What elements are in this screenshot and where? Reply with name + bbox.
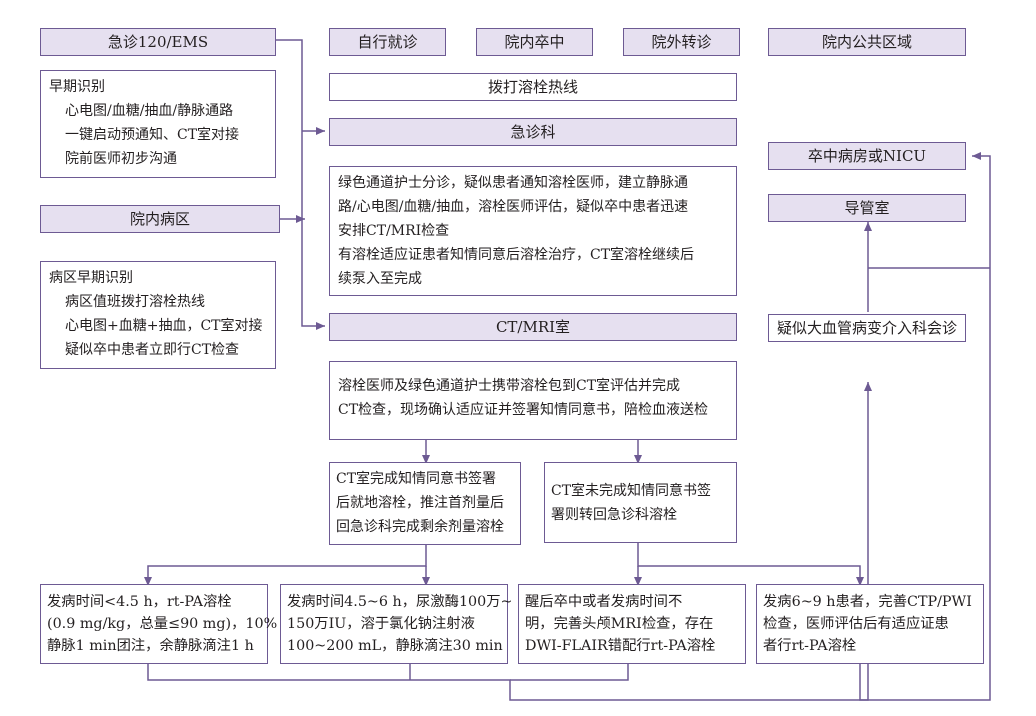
source-transfer: 院外转诊 <box>623 28 740 56</box>
ward-early-id-item: 病区值班拨打溶栓热线 <box>65 294 205 310</box>
early-id-box: 早期识别 心电图/血糖/抽血/静脉通路 一键启动预通知、CT室对接 院前医师初步… <box>40 70 276 178</box>
early-id-item: 心电图/血糖/抽血/静脉通路 <box>65 103 234 119</box>
branch-right-line: 署则转回急诊科溶栓 <box>551 507 677 523</box>
ward-early-id-box: 病区早期识别 病区值班拨打溶栓热线 心电图+血糖+抽血，CT室对接 疑似卒中患者… <box>40 261 276 369</box>
treatment-box: 发病时间<4.5 h，rt-PA溶栓 (0.9 mg/kg，总量≤90 mg)，… <box>40 584 278 664</box>
source-self: 自行就诊 <box>329 28 446 56</box>
treatment-line: 检查，医师评估后有适应证患 <box>763 616 949 632</box>
treatment-box: 发病时间4.5~6 h，尿激酶100万~ 150万IU，溶于氯化钠注射液 100… <box>280 584 513 664</box>
icu-box: 卒中病房或NICU <box>768 142 966 170</box>
er-detail-line: 续泵入至完成 <box>338 271 422 287</box>
treatment-box: 发病6~9 h患者，完善CTP/PWI 检查，医师评估后有适应证患 者行rt-P… <box>756 584 984 664</box>
er-detail-line: 绿色通道护士分诊，疑似患者通知溶栓医师，建立静脉通 <box>338 175 688 191</box>
treatment-line: 150万IU，溶于氯化钠注射液 <box>287 616 475 632</box>
ct-detail-line: CT检查，现场确认适应证并签署知情同意书，陪检血液送检 <box>338 402 709 418</box>
er-detail-line: 路/心电图/血糖/抽血，溶栓医师评估，疑似卒中患者迅速 <box>338 199 689 215</box>
cath-box: 导管室 <box>768 194 966 222</box>
ems-line <box>275 39 325 330</box>
source-public: 院内公共区域 <box>768 28 966 56</box>
treatment-line: 者行rt-PA溶栓 <box>763 638 857 654</box>
ward-early-id-item: 心电图+血糖+抽血，CT室对接 <box>65 318 263 334</box>
ct-detail-line: 溶栓医师及绿色通道护士携带溶栓包到CT室评估并完成 <box>338 378 681 394</box>
branch-right-line: CT室未完成知情同意书签 <box>551 483 712 499</box>
ward-early-id-title: 病区早期识别 <box>49 270 133 286</box>
treatment-line: 发病时间<4.5 h，rt-PA溶栓 <box>47 594 232 610</box>
source-ward: 院内病区 <box>40 205 280 233</box>
treatment-line: 100~200 mL，静脉滴注30 min <box>287 638 503 654</box>
ward-early-id-item: 疑似卒中患者立即行CT检查 <box>65 342 240 358</box>
ct-box: CT/MRI室 <box>329 313 737 341</box>
source-in-stroke: 院内卒中 <box>476 28 593 56</box>
early-id-title: 早期识别 <box>49 79 105 95</box>
treatment-line: 发病时间4.5~6 h，尿激酶100万~ <box>287 594 513 610</box>
treatment-line: 发病6~9 h患者，完善CTP/PWI <box>763 594 972 610</box>
branch-left-line: 回急诊科完成剩余剂量溶栓 <box>336 519 504 535</box>
ct-detail-box: 溶栓医师及绿色通道护士携带溶栓包到CT室评估并完成 CT检查，现场确认适应证并签… <box>329 361 737 440</box>
treatment-line: 醒后卒中或者发病时间不 <box>525 594 683 610</box>
branch-right-to-bottom <box>637 543 864 586</box>
treatment-line: DWI-FLAIR错配行rt-PA溶栓 <box>525 638 716 654</box>
treatment-line: 静脉1 min团注，余静脉滴注1 h <box>47 638 254 654</box>
bottom-right-up <box>859 152 991 701</box>
branch-to-bottom <box>144 545 427 586</box>
consult-box: 疑似大血管病变介入科会诊 <box>768 314 966 342</box>
branch-left-box: CT室完成知情同意书签署 后就地溶栓，推注首剂量后 回急诊科完成剩余剂量溶栓 <box>329 462 521 545</box>
treatment-box: 醒后卒中或者发病时间不 明，完善头颅MRI检查，存在 DWI-FLAIR错配行r… <box>518 584 746 664</box>
er-box: 急诊科 <box>329 118 737 146</box>
er-detail-line: 安排CT/MRI检查 <box>338 223 450 239</box>
source-ems: 急诊120/EMS <box>40 28 276 56</box>
er-detail-line: 有溶栓适应证患者知情同意后溶栓治疗，CT室溶栓继续后 <box>338 247 695 263</box>
branch-left-line: CT室完成知情同意书签署 <box>336 471 497 487</box>
treatment-line: 明，完善头颅MRI检查，存在 <box>525 616 714 632</box>
early-id-item: 院前医师初步沟通 <box>65 151 177 167</box>
branch-right-box: CT室未完成知情同意书签 署则转回急诊科溶栓 <box>544 462 737 543</box>
branch-left-line: 后就地溶栓，推注首剂量后 <box>336 495 504 511</box>
bottom-merge-3 <box>510 664 629 681</box>
early-id-item: 一键启动预通知、CT室对接 <box>65 127 240 143</box>
treatment-line: (0.9 mg/kg，总量≤90 mg)，10% <box>47 616 278 632</box>
er-detail-box: 绿色通道护士分诊，疑似患者通知溶栓医师，建立静脉通 路/心电图/血糖/抽血，溶栓… <box>329 166 737 296</box>
hotline-box: 拨打溶栓热线 <box>329 73 737 101</box>
